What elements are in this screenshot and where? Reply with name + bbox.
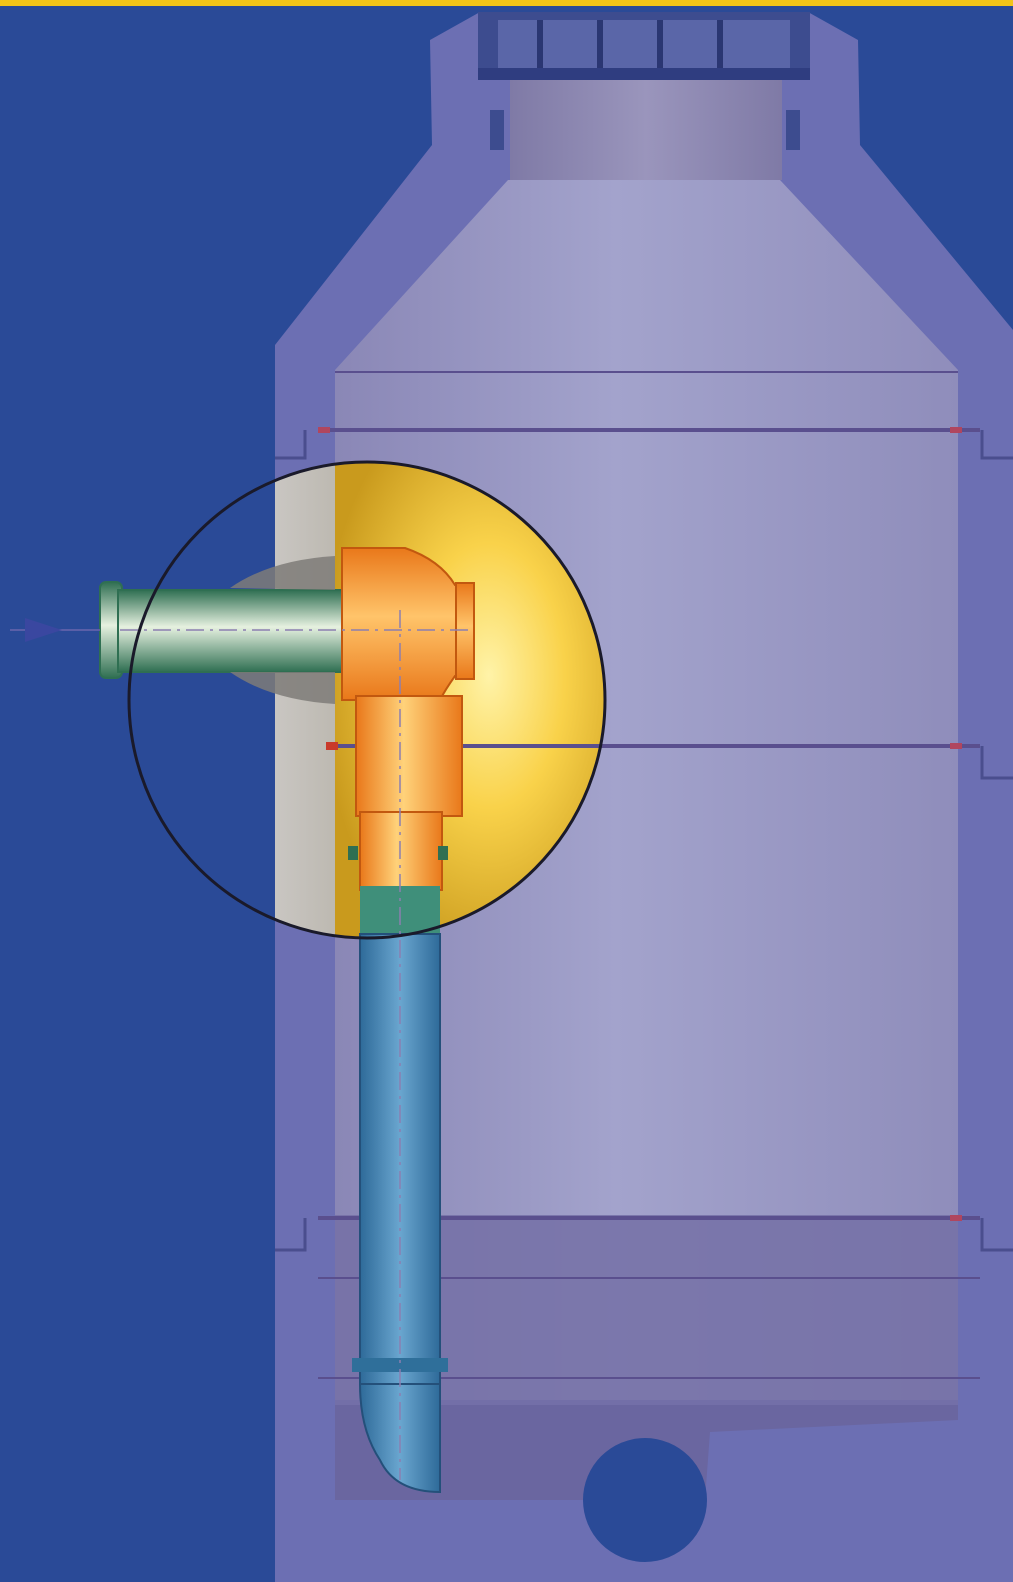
elbow-fitting: [326, 547, 475, 891]
flow-arrow-icon: [10, 618, 100, 642]
riser-seal-left: [490, 110, 504, 150]
joint-seals: [318, 427, 962, 1221]
top-rule: [0, 0, 1013, 6]
riser-seal-right: [786, 110, 800, 150]
manhole-cover-frame: [478, 12, 810, 80]
outlet-opening: [583, 1438, 707, 1562]
center-lines: [120, 610, 470, 1480]
magnifier-outline: [127, 460, 607, 940]
inlet-pipe: [99, 556, 344, 704]
shaft-interior: [335, 180, 958, 1400]
riser-ring: [510, 80, 782, 180]
